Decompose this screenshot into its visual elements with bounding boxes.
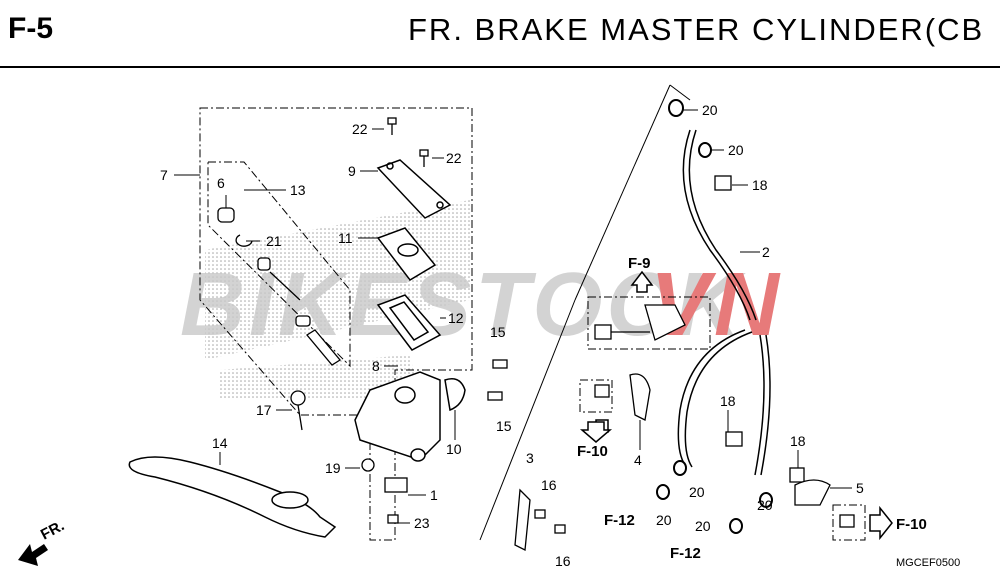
caliper-bracket-box [587,296,711,350]
part-label-20e: 20 [757,497,773,513]
section-code: F-5 [8,12,53,45]
ref-arrows [579,270,893,541]
part-label-19: 19 [325,460,341,476]
part-label-18b: 18 [720,393,736,409]
part-labels: 7 6 13 21 22 22 9 11 12 8 15 15 17 14 19… [160,102,864,569]
diaphragm-plate [376,227,437,281]
reference-labels: F-9 F-10 F-10 F-12 F-12 [577,255,927,562]
part-label-16b: 16 [555,553,571,569]
part-label-11: 11 [338,230,353,246]
ref-f10b: F-10 [896,516,927,533]
part-label-8: 8 [372,358,380,374]
part-label-14: 14 [212,435,228,451]
part-label-16a: 16 [541,477,557,493]
diagram-code: MGCEF0500 [896,557,960,569]
part-label-5: 5 [856,480,864,496]
part-label-12: 12 [448,310,464,326]
part-label-18c: 18 [790,433,806,449]
part-label-18a: 18 [752,177,768,193]
part-label-2: 2 [762,244,770,260]
piston-parts [217,207,341,366]
fasteners [290,117,566,552]
part-label-17: 17 [256,402,272,418]
part-label-21: 21 [266,233,282,249]
part-label-1: 1 [430,487,438,503]
part-label-23: 23 [414,515,430,531]
ref-f9: F-9 [628,255,651,272]
part-label-4: 4 [634,452,642,468]
part-label-20a: 20 [702,102,718,118]
master-cylinder-group-box [199,107,473,541]
watermark: BIKESTOCK VN [180,255,779,355]
sealing-washers [656,99,773,534]
part-label-20b: 20 [728,142,744,158]
part-label-20c: 20 [689,484,705,500]
part-label-9: 9 [348,163,356,179]
part-label-22b: 22 [446,150,462,166]
hose-brackets [594,304,855,528]
ref-f10a: F-10 [577,443,608,460]
part-label-13: 13 [290,182,306,198]
part-label-7: 7 [160,167,168,183]
diaphragm [376,294,442,351]
master-cylinder-body [354,371,466,462]
part-label-10: 10 [446,441,462,457]
part-label-20d: 20 [656,512,672,528]
ref-f12a: F-12 [604,512,635,529]
part-label-15b: 15 [496,418,512,434]
piston-group-box [207,161,351,368]
part-label-20f: 20 [695,518,711,534]
header-divider [0,66,1000,68]
part-label-15a: 15 [490,324,506,340]
oil-bolts [714,175,805,483]
part-label-6: 6 [217,175,225,191]
front-arrow-icon [18,544,48,566]
brake-hose [677,129,771,476]
page-title: FR. BRAKE MASTER CYLINDER(CB [408,12,985,47]
brake-lever [128,456,337,538]
leader-lines [174,109,852,524]
front-marker-label: FR. [38,517,67,543]
ref-f12b: F-12 [670,545,701,562]
f10-clamp-box [579,379,613,413]
part-label-22a: 22 [352,121,368,137]
reservoir-cap [376,159,452,219]
part-label-3: 3 [526,450,534,466]
f10-bolt-box [832,504,866,541]
group-connector-lines [479,84,691,541]
